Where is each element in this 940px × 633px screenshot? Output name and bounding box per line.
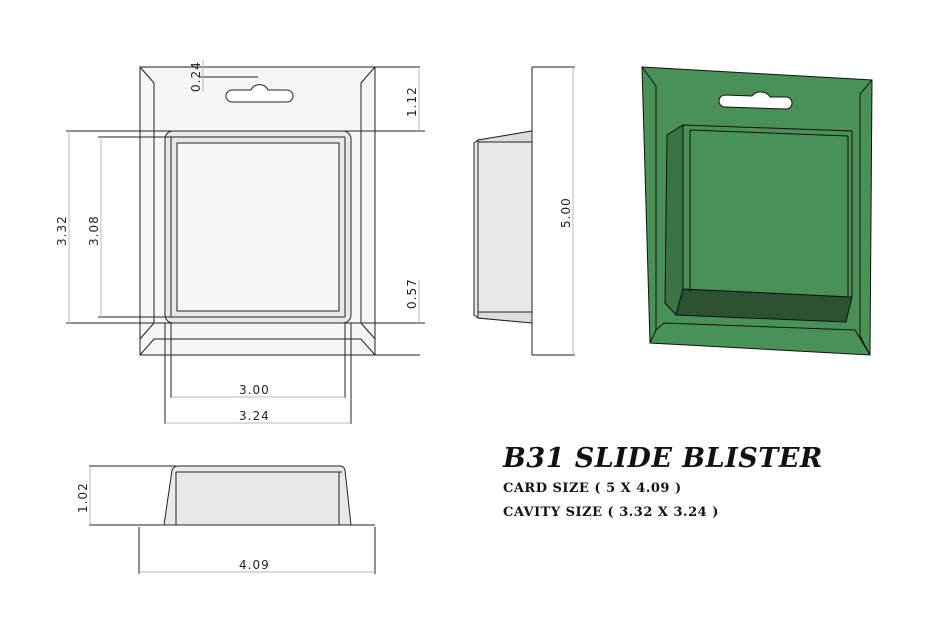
dim-bottom-to-cavity: 0.57 (405, 278, 419, 309)
bottom-view-dimension-lines (89, 466, 375, 573)
bottom-view (89, 465, 376, 574)
front-view (66, 66, 425, 424)
side-view (473, 66, 575, 356)
iso-view (641, 66, 873, 356)
title-block: B31 SLIDE BLISTER CARD SIZE ( 5 X 4.09 )… (503, 441, 823, 525)
dim-cavity-depth: 1.02 (76, 482, 90, 513)
dim-card-height: 5.00 (559, 197, 573, 228)
dim-cavity-outer-width: 3.24 (239, 409, 270, 423)
front-view-dimension-lines (68, 60, 420, 424)
dim-card-width: 4.09 (239, 558, 270, 572)
card-size-spec: CARD SIZE ( 5 X 4.09 ) (503, 481, 682, 496)
dim-top-to-cavity: 1.12 (405, 86, 419, 117)
dim-cavity-inner-height: 3.08 (87, 215, 101, 246)
dim-cavity-outer-height: 3.32 (55, 215, 69, 246)
cavity-size-spec: CAVITY SIZE ( 3.32 X 3.24 ) (503, 505, 719, 520)
dim-cavity-inner-width: 3.00 (239, 383, 270, 397)
dim-hang-hole-offset: 0.24 (189, 61, 203, 92)
drawing-title: B31 SLIDE BLISTER (503, 443, 823, 474)
